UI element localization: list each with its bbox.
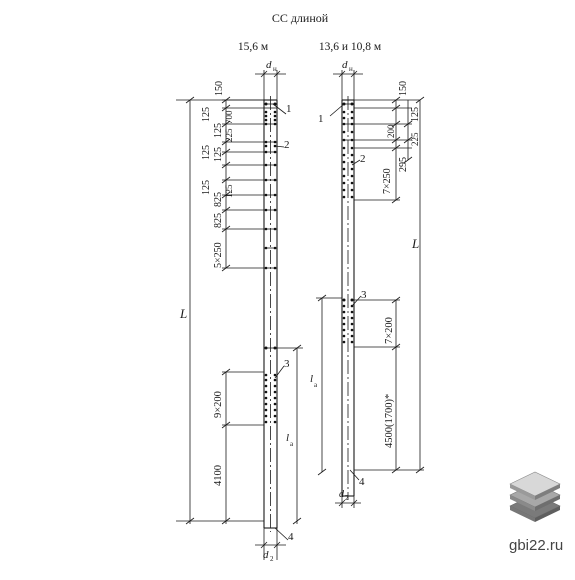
right-overall-L: L [354, 96, 425, 474]
left-la-dimension: l a [277, 344, 303, 525]
right-callout-3: 3 [361, 289, 367, 301]
right-la-label: l [310, 373, 313, 385]
right-top-d-sub: н [349, 65, 353, 73]
left-column-label: 15,6 м [238, 41, 269, 53]
right-dimension-chain: 150 125 200 225 295 7×250 [354, 81, 421, 204]
left-spiral-bottom [264, 346, 277, 424]
left-L-label: L [179, 306, 187, 321]
right-spiral-bottom [342, 298, 354, 344]
left-dim-125d: 125 [213, 147, 224, 162]
right-callouts: 1 2 3 4 [318, 103, 367, 488]
left-dim-125a: 125 [201, 107, 212, 122]
left-dim-5x250: 5×250 [213, 242, 224, 268]
logo-stack-icon [509, 471, 561, 522]
right-la-dimension: l a [310, 294, 342, 476]
left-dim-825b: 825 [213, 213, 224, 228]
gbi22-logo: gbi22.ru [509, 471, 563, 554]
left-dimension-chain [221, 96, 264, 272]
logo-text: gbi22.ru [509, 537, 563, 554]
left-dim-4100: 4100 [213, 465, 224, 486]
right-callout-1: 1 [318, 113, 324, 125]
left-la-sub: a [290, 440, 294, 448]
right-callout-4: 4 [359, 476, 365, 488]
right-callout-2: 2 [360, 153, 366, 165]
left-top-d-label: d [266, 59, 272, 71]
left-spiral-top [264, 102, 277, 270]
left-callout-2: 2 [284, 139, 290, 151]
left-bot-d-label: d [263, 549, 269, 561]
left-dim-825a: 825 [213, 192, 224, 207]
right-bot-d-sub: 2 [345, 494, 349, 502]
left-dim-125c: 125 [201, 145, 212, 160]
left-callout-1: 1 [286, 103, 292, 115]
right-dim-225: 225 [410, 132, 420, 146]
right-top-diameter: d н [333, 59, 363, 100]
right-bot-d-label: d [339, 489, 345, 500]
left-callout-4: 4 [288, 531, 294, 543]
right-dim-7x250: 7×250 [382, 168, 393, 194]
left-bottom-diameter: d 2 [255, 528, 286, 563]
left-dim-9x200: 9×200 [213, 391, 224, 418]
left-overall-L: L [176, 96, 264, 525]
left-dim-125b: 125 [213, 123, 224, 138]
right-dim-200: 200 [386, 124, 396, 138]
right-dim-150: 150 [398, 81, 409, 96]
right-dim-295: 295 [398, 157, 409, 172]
left-dim-numbers: 150 125 125 700 225 125 125 125 825 825 … [201, 81, 234, 268]
left-dim-150: 150 [214, 81, 225, 96]
left-callouts: 1 2 3 4 [272, 103, 294, 543]
left-top-diameter: d н [255, 59, 286, 100]
right-dim-7x200: 7×200 [384, 317, 395, 344]
right-spiral-top [342, 102, 354, 199]
drawing-title: СС длиной [272, 11, 329, 25]
left-la-label: l [286, 432, 289, 444]
right-L-label: L [411, 236, 419, 251]
right-lower-chain: 7×200 4500(1700)* [354, 296, 401, 474]
left-bot-d-sub: 2 [270, 555, 274, 563]
right-pile [341, 96, 355, 500]
left-callout-3: 3 [284, 358, 290, 370]
right-dim-4500: 4500(1700)* [384, 394, 395, 448]
right-top-d-label: d [342, 59, 348, 71]
right-dim-125: 125 [410, 107, 421, 122]
left-lower-chain: 9×200 4100 [213, 368, 264, 525]
left-dim-125f: 125 [224, 184, 234, 198]
left-dim-125e: 125 [201, 180, 212, 195]
right-column-label: 13,6 и 10,8 м [319, 41, 382, 53]
right-bottom-diameter: d 2 [335, 489, 361, 508]
left-pile [263, 96, 278, 532]
left-dim-700: 700 [224, 110, 234, 124]
left-dim-225: 225 [224, 128, 234, 142]
right-la-sub: a [314, 381, 318, 389]
left-top-d-sub: н [273, 65, 277, 73]
